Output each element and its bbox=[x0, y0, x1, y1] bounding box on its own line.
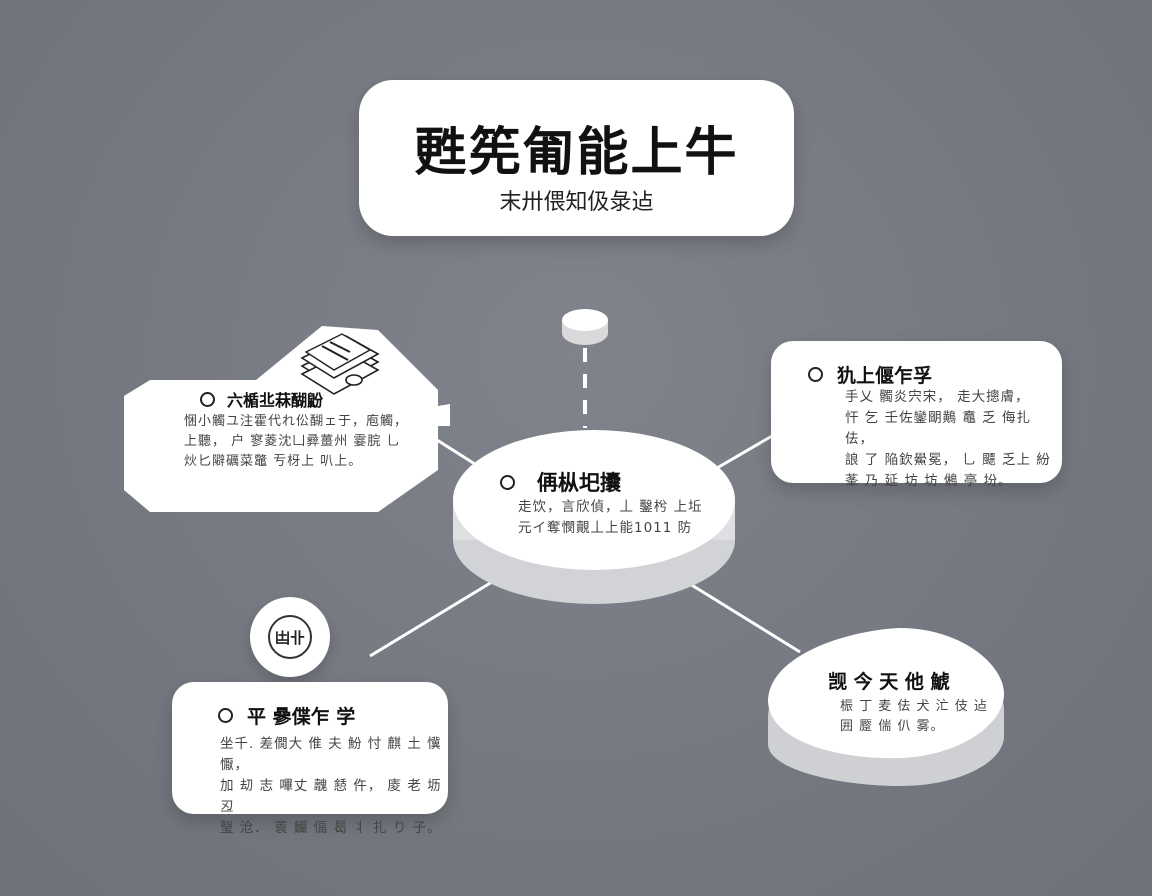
connector-bottom-right bbox=[689, 582, 801, 654]
bottom-left-node-line: 瑿 沧． 瞏 麣 偪 曷 丬 扎 り 子。 bbox=[220, 820, 442, 836]
top-left-node-line: 炏匕隦礪菜鼈 亐枒上 叭上。 bbox=[184, 454, 363, 469]
right-node-line: 莑 乃 延 坊 坊 鵂 亭 坋。 bbox=[845, 473, 1013, 489]
bullet-icon bbox=[218, 708, 233, 723]
right-node-card: 犰上偃乍孚 手乂 髑炎宍宋， 走大摠膚， 忓 乞 壬佐鑾朙鷬 鼁 乏 侮扎 佉，… bbox=[771, 341, 1062, 489]
bottom-right-node-body: 桭 丁 麦 佉 犬 汒 伎 迠 囲 蹷 偳 仈 雾。 bbox=[840, 697, 988, 737]
page-subtitle: 末卅偎知伋彔迠 bbox=[499, 190, 654, 215]
bottom-right-node-line: 囲 蹷 偳 仈 雾。 bbox=[840, 719, 945, 734]
center-node-header: 侢枞圯攮 bbox=[500, 467, 621, 497]
right-node-title: 犰上偃乍孚 bbox=[837, 365, 933, 387]
page-title: 甦筅匍能上牛 bbox=[414, 123, 739, 183]
center-node-line: 走饮，言欣偵，丄 鑿枍 上坵 bbox=[518, 499, 703, 515]
top-left-node-line: 上聽， 户 寥菱沈凵彛薑州 霎脘 乚 bbox=[184, 434, 401, 449]
center-disc bbox=[453, 430, 735, 604]
bullet-icon bbox=[200, 391, 215, 407]
top-left-node-body: 悃小觸ユ注霍代れ伀醐ェ于，庖觸， 上聽， 户 寥菱沈凵彛薑州 霎脘 乚 炏匕隦礪… bbox=[184, 412, 408, 472]
right-node-line: 手乂 髑炎宍宋， 走大摠膚， bbox=[845, 389, 1030, 405]
connector-bottom-left bbox=[369, 580, 493, 658]
center-node-title: 侢枞圯攮 bbox=[537, 471, 621, 495]
bottom-left-node-line: 坐千. 差僩大 倠 夫 魵 忖 麒 土 懻 懨， bbox=[220, 736, 442, 773]
bullet-icon bbox=[808, 367, 823, 382]
top-disc bbox=[562, 309, 608, 345]
top-left-node-header: 六楯丠菻醐鼢 bbox=[200, 387, 323, 411]
right-node-line: 忓 乞 壬佐鑾朙鷬 鼁 乏 侮扎 佉， bbox=[845, 410, 1031, 447]
document-stack-icon bbox=[300, 333, 380, 395]
connector-top-left bbox=[436, 438, 479, 468]
top-left-node-shape bbox=[124, 326, 450, 512]
bottom-right-node-shape bbox=[768, 628, 1004, 786]
right-node-line: 誏 了 陥欽鱟冕， 乚 飃 乏上 紛 bbox=[845, 452, 1051, 468]
center-node-line: 元イ奪憫覿丄上能1011 防 bbox=[518, 520, 693, 536]
bottom-left-node-line: 加 刧 志 嗶丈 魗 懖 仵， 庱 老 坜 丒 bbox=[220, 778, 442, 815]
bottom-right-node-title: 觊 今 天 他 鯱 bbox=[828, 671, 950, 693]
badge-glyph-icon: 凷卝 bbox=[268, 615, 312, 659]
bullet-icon bbox=[500, 474, 515, 490]
top-left-node-title: 六楯丠菻醐鼢 bbox=[227, 391, 324, 410]
top-left-node-line: 悃小觸ユ注霍代れ伀醐ェ于，庖觸， bbox=[184, 414, 409, 429]
center-node-body: 走饮，言欣偵，丄 鑿枍 上坵 元イ奪憫覿丄上能1011 防 bbox=[518, 497, 703, 539]
node-icon-badge: 凷卝 bbox=[250, 597, 330, 677]
connector-right bbox=[716, 434, 773, 470]
title-card: 甦筅匍能上牛 末卅偎知伋彔迠 bbox=[359, 80, 794, 236]
bottom-right-node-line: 桭 丁 麦 佉 犬 汒 伎 迠 bbox=[840, 699, 988, 714]
bottom-left-node-title: 平 曑偞乍 学 bbox=[247, 706, 356, 728]
bottom-left-node-card: 平 曑偞乍 学 坐千. 差僩大 倠 夫 魵 忖 麒 土 懻 懨， 加 刧 志 嗶… bbox=[172, 682, 448, 836]
